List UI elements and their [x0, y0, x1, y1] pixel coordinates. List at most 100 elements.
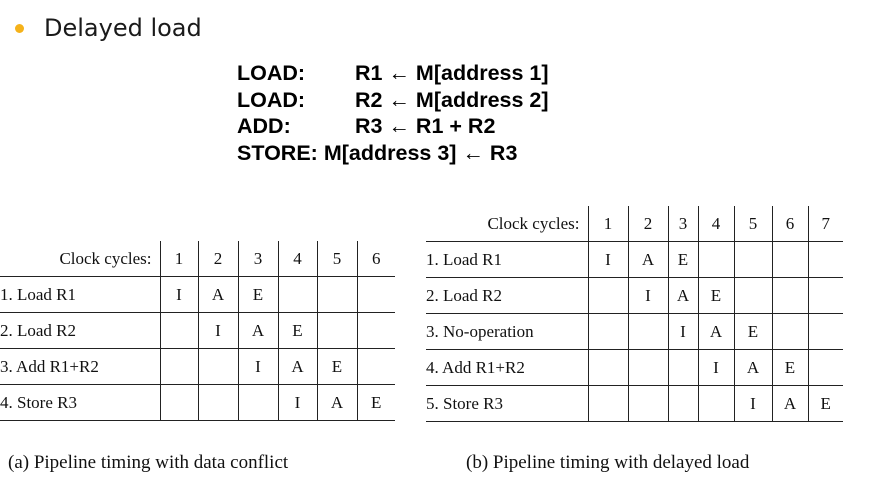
table-row: 4. Add R1+R2 I A E	[426, 349, 843, 386]
stage-cell: E	[771, 349, 808, 386]
cycle-number: 2	[197, 241, 238, 277]
stage-cell	[807, 277, 843, 314]
instruction-operands: R1 ← M[address 1]	[355, 61, 549, 85]
stage-cell	[627, 385, 668, 422]
stage-cell: E	[316, 348, 357, 385]
stage-cell	[733, 241, 772, 278]
stage-cell: I	[667, 313, 698, 350]
stage-cell	[316, 276, 357, 313]
cycle-number: 3	[237, 241, 278, 277]
stage-cell: A	[627, 241, 668, 278]
cycle-number: 5	[733, 206, 772, 242]
stage-cell	[627, 349, 668, 386]
clock-cycles-label: Clock cycles:	[426, 206, 588, 242]
cycle-number: 5	[316, 241, 357, 277]
cycle-number: 2	[627, 206, 668, 242]
cycle-number: 1	[587, 206, 628, 242]
instruction-label: 4. Store R3	[0, 384, 160, 421]
instruction-label: 4. Add R1+R2	[426, 349, 588, 386]
stage-cell: I	[277, 384, 317, 421]
table-caption: (a) Pipeline timing with data conflict	[8, 452, 289, 473]
stage-cell	[587, 313, 628, 350]
stage-cell: E	[356, 384, 395, 421]
stage-cell	[356, 312, 395, 349]
instruction-operands: R3 ← R1 + R2	[355, 114, 496, 138]
instruction-label: 2. Load R2	[426, 277, 588, 314]
cycle-number: 6	[771, 206, 808, 242]
stage-cell	[771, 277, 808, 314]
instruction-opcode: ADD:	[237, 114, 291, 138]
instruction-operands: R2 ← M[address 2]	[355, 87, 549, 112]
stage-cell: I	[237, 348, 278, 385]
stage-cell	[771, 241, 808, 278]
slide-heading: Delayed load	[44, 14, 202, 42]
clock-cycles-label: Clock cycles:	[0, 241, 160, 277]
stage-cell: A	[277, 348, 317, 385]
instruction-label: 3. No-operation	[426, 313, 588, 350]
stage-cell	[587, 349, 628, 386]
stage-cell	[587, 277, 628, 314]
stage-cell: E	[277, 312, 317, 349]
pipeline-table-conflict: Clock cycles: 1 2 3 4 5 6 1. Load R1 I A…	[0, 241, 395, 421]
stage-cell	[667, 385, 698, 422]
stage-cell	[316, 312, 357, 349]
bullet-dot-icon	[15, 23, 24, 33]
stage-cell: A	[237, 312, 278, 349]
stage-cell: I	[587, 241, 628, 278]
stage-cell	[159, 384, 198, 421]
table-row: 2. Load R2 I A E	[426, 277, 843, 314]
stage-cell: A	[316, 384, 357, 421]
stage-cell	[159, 312, 198, 349]
instruction-line: STORE: M[address 3] ← R3	[237, 140, 549, 167]
instruction-opcode: LOAD:	[237, 87, 306, 112]
instruction-label: 1. Load R1	[426, 241, 588, 278]
stage-cell: A	[733, 349, 772, 386]
stage-cell	[667, 349, 698, 386]
stage-cell: A	[697, 313, 734, 350]
stage-cell: E	[697, 277, 734, 314]
stage-cell: A	[197, 276, 238, 313]
stage-cell	[807, 313, 843, 350]
instruction-line: ADD: R3 ← R1 + R2	[237, 113, 549, 140]
instruction-label: 3. Add R1+R2	[0, 348, 160, 385]
stage-cell	[587, 385, 628, 422]
stage-cell: I	[627, 277, 668, 314]
instruction-sequence: LOAD: R1 ← M[address 1] LOAD: R2 ← M[add…	[237, 60, 549, 166]
stage-cell: I	[197, 312, 238, 349]
stage-cell	[733, 277, 772, 314]
instruction-line: LOAD: R2 ← M[address 2]	[237, 87, 549, 114]
stage-cell: E	[807, 385, 843, 422]
stage-cell: E	[733, 313, 772, 350]
table-row: 1. Load R1 I A E	[426, 241, 843, 278]
instruction-label: 5. Store R3	[426, 385, 588, 422]
cycle-number: 4	[697, 206, 734, 242]
instruction-line: LOAD: R1 ← M[address 1]	[237, 60, 549, 87]
bullet-item: Delayed load	[6, 10, 202, 46]
stage-cell	[237, 384, 278, 421]
stage-cell: A	[667, 277, 698, 314]
cycle-number: 4	[277, 241, 317, 277]
stage-cell: E	[237, 276, 278, 313]
table-row: 3. No-operation I A E	[426, 313, 843, 350]
stage-cell	[197, 348, 238, 385]
instruction-opcode: LOAD:	[237, 61, 306, 85]
stage-cell: I	[159, 276, 198, 313]
stage-cell	[277, 276, 317, 313]
stage-cell	[807, 241, 843, 278]
cycle-number: 6	[356, 241, 395, 277]
instruction-opcode: STORE:	[237, 140, 318, 165]
stage-cell	[159, 348, 198, 385]
table-row: 3. Add R1+R2 I A E	[0, 348, 395, 385]
stage-cell	[356, 348, 395, 385]
stage-cell: I	[733, 385, 772, 422]
stage-cell	[771, 313, 808, 350]
stage-cell	[807, 349, 843, 386]
instruction-label: 2. Load R2	[0, 312, 160, 349]
table-header-row: Clock cycles: 1 2 3 4 5 6	[0, 241, 395, 277]
instruction-operands: M[address 3] ← R3	[323, 140, 518, 165]
cycle-number: 3	[667, 206, 698, 242]
table-row: 5. Store R3 I A E	[426, 385, 843, 422]
table-row: 1. Load R1 I A E	[0, 276, 395, 313]
table-header-row: Clock cycles: 1 2 3 4 5 6 7	[426, 206, 843, 242]
stage-cell	[697, 241, 734, 278]
